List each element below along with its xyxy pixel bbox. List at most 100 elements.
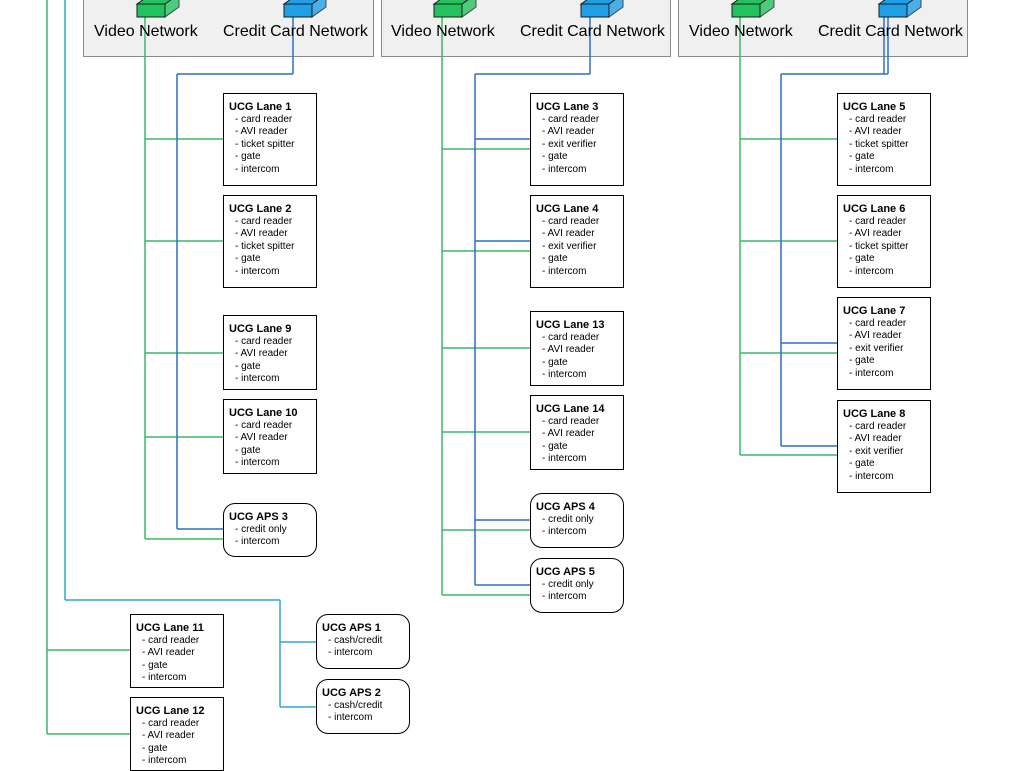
- node-item: - credit only: [542, 514, 594, 525]
- node-item: - gate: [542, 440, 568, 452]
- node-item: - card reader: [235, 420, 293, 431]
- node-ucg-lane-6: UCG Lane 6- card reader- AVI reader- tic…: [837, 195, 931, 288]
- node-item: - credit only: [542, 579, 594, 590]
- node-item: - ticket spitter: [849, 240, 909, 252]
- node-item: - gate: [849, 151, 875, 163]
- node-item: - gate: [235, 360, 261, 372]
- node-item: - AVI reader: [849, 126, 902, 138]
- node-ucg-lane-1: UCG Lane 1- card reader- AVI reader- tic…: [223, 93, 317, 186]
- node-title: UCG Lane 2: [229, 203, 292, 215]
- node-title: UCG APS 3: [229, 511, 288, 523]
- node-title: UCG Lane 11: [136, 622, 204, 634]
- node-ucg-lane-10: UCG Lane 10- card reader- AVI reader- ga…: [223, 399, 317, 474]
- credit-switch-icon: [877, 0, 922, 18]
- node-item: - ticket spitter: [235, 138, 295, 150]
- node-item: - credit only: [235, 524, 287, 535]
- node-title: UCG Lane 9: [229, 323, 292, 335]
- node-item: - exit verifier: [542, 138, 597, 150]
- node-ucg-lane-5: UCG Lane 5- card reader- AVI reader- tic…: [837, 93, 931, 186]
- node-item: - intercom: [235, 536, 280, 548]
- node-item: - exit verifier: [849, 342, 904, 354]
- node-item: - exit verifier: [542, 240, 597, 252]
- node-item: - AVI reader: [849, 228, 902, 240]
- network-group-2: [381, 0, 671, 57]
- node-item: - cash/credit: [328, 635, 383, 646]
- node-title: UCG Lane 8: [843, 408, 906, 420]
- node-item: - ticket spitter: [849, 138, 909, 150]
- node-item: - card reader: [849, 216, 907, 227]
- credit-switch-icon: [579, 0, 624, 18]
- node-item: - AVI reader: [235, 348, 288, 360]
- credit-switch-icon: [282, 0, 327, 18]
- network-group-1: [83, 0, 374, 57]
- node-item: - intercom: [328, 712, 373, 724]
- node-title: UCG Lane 13: [536, 319, 605, 331]
- node-ucg-lane-4: UCG Lane 4- card reader- AVI reader- exi…: [530, 195, 624, 288]
- node-title: UCG Lane 6: [843, 203, 906, 215]
- node-item: - gate: [235, 253, 261, 265]
- node-ucg-aps-3: UCG APS 3- credit only- intercom: [223, 503, 317, 557]
- credit-card-network-label: Credit Card Network: [223, 23, 368, 40]
- node-title: UCG Lane 5: [843, 101, 906, 113]
- node-item: - intercom: [235, 265, 280, 277]
- node-item: - gate: [849, 253, 875, 265]
- node-item: - intercom: [849, 470, 894, 482]
- node-item: - gate: [142, 659, 168, 671]
- node-item: - card reader: [235, 114, 293, 125]
- node-title: UCG APS 4: [536, 501, 595, 513]
- node-item: - card reader: [542, 416, 600, 427]
- node-ucg-lane-9: UCG Lane 9- card reader- AVI reader- gat…: [223, 315, 317, 390]
- node-item: - card reader: [142, 718, 200, 729]
- node-item: - AVI reader: [542, 126, 595, 138]
- node-item: - card reader: [849, 114, 907, 125]
- node-ucg-lane-12: UCG Lane 12- card reader- AVI reader- ga…: [130, 697, 224, 771]
- node-ucg-aps-5: UCG APS 5- credit only- intercom: [530, 558, 624, 613]
- node-item: - AVI reader: [849, 330, 902, 342]
- node-item: - intercom: [542, 369, 587, 381]
- node-title: UCG Lane 4: [536, 203, 599, 215]
- node-title: UCG Lane 12: [136, 705, 205, 717]
- node-item: - AVI reader: [235, 228, 288, 240]
- node-item: - intercom: [142, 672, 187, 684]
- node-ucg-aps-2: UCG APS 2- cash/credit- intercom: [316, 679, 410, 734]
- node-item: - AVI reader: [849, 433, 902, 445]
- video-switch-icon: [730, 0, 775, 18]
- node-item: - ticket spitter: [235, 240, 295, 252]
- node-item: - card reader: [849, 421, 907, 432]
- node-item: - intercom: [849, 265, 894, 277]
- node-item: - exit verifier: [849, 445, 904, 457]
- node-title: UCG APS 2: [322, 687, 381, 699]
- node-item: - AVI reader: [235, 126, 288, 138]
- node-item: - gate: [542, 356, 568, 368]
- node-ucg-lane-2: UCG Lane 2- card reader- AVI reader- tic…: [223, 195, 317, 288]
- node-title: UCG Lane 7: [843, 305, 906, 317]
- node-item: - intercom: [542, 163, 587, 175]
- node-item: - gate: [542, 253, 568, 265]
- node-item: - intercom: [142, 755, 187, 767]
- node-item: - card reader: [542, 216, 600, 227]
- node-item: - card reader: [849, 318, 907, 329]
- node-item: - intercom: [849, 163, 894, 175]
- node-ucg-lane-13: UCG Lane 13- card reader- AVI reader- ga…: [530, 311, 624, 386]
- node-item: - AVI reader: [235, 432, 288, 444]
- node-title: UCG APS 5: [536, 566, 595, 578]
- node-item: - gate: [235, 444, 261, 456]
- node-ucg-lane-11: UCG Lane 11- card reader- AVI reader- ga…: [130, 614, 224, 688]
- node-item: - AVI reader: [542, 344, 595, 356]
- node-item: - card reader: [235, 216, 293, 227]
- node-item: - intercom: [542, 453, 587, 465]
- node-item: - cash/credit: [328, 700, 383, 711]
- node-item: - AVI reader: [142, 647, 195, 659]
- node-title: UCG Lane 1: [229, 101, 292, 113]
- node-item: - card reader: [142, 635, 200, 646]
- node-item: - gate: [142, 742, 168, 754]
- node-ucg-aps-1: UCG APS 1- cash/credit- intercom: [316, 614, 410, 669]
- node-item: - AVI reader: [142, 730, 195, 742]
- node-item: - card reader: [235, 336, 293, 347]
- node-item: - gate: [849, 458, 875, 470]
- node-ucg-lane-7: UCG Lane 7- card reader- AVI reader- exi…: [837, 297, 931, 390]
- node-item: - card reader: [542, 332, 600, 343]
- credit-card-network-label: Credit Card Network: [818, 23, 963, 40]
- node-title: UCG Lane 14: [536, 403, 605, 415]
